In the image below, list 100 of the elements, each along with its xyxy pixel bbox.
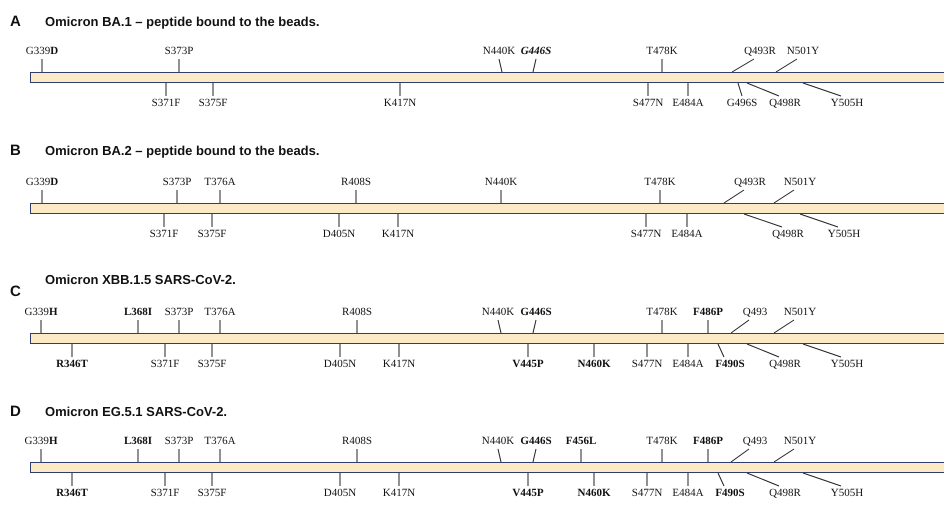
mutation-label: S371F xyxy=(150,487,180,500)
mutation-label: E484A xyxy=(672,358,704,371)
leader-line xyxy=(776,58,798,72)
leader-line xyxy=(732,58,754,72)
mutation-label: Q498R xyxy=(769,487,801,500)
mutation-label: G339H xyxy=(24,435,58,448)
mutation-label: N501Y xyxy=(784,306,816,319)
leader-line xyxy=(356,320,358,334)
mutation-label: Q498R xyxy=(769,97,801,110)
leader-line xyxy=(774,448,794,462)
leader-line xyxy=(164,472,166,486)
mutation-label: S371F xyxy=(150,228,178,241)
mutation-label: V445P xyxy=(512,487,544,500)
mutation-label: T376A xyxy=(204,435,236,448)
panel-title: Omicron BA.1 – peptide bound to the beads. xyxy=(45,14,320,30)
leader-line xyxy=(398,344,400,358)
leader-line xyxy=(738,82,742,96)
mutation-label: R408S xyxy=(341,176,371,189)
mutation-label: D405N xyxy=(324,487,356,500)
mutation-label: F490S xyxy=(715,487,745,500)
mutation-label: S375F xyxy=(198,487,226,500)
leader-line xyxy=(580,448,582,462)
mutation-label: Y505H xyxy=(830,487,864,500)
panel-title: Omicron EG.5.1 SARS-CoV-2. xyxy=(45,404,228,420)
leader-line xyxy=(398,472,400,486)
mutation-label: G446S xyxy=(520,435,552,448)
leader-line xyxy=(746,82,780,96)
mutation-label: Q493 xyxy=(742,435,768,448)
mutation-label: T478K xyxy=(646,45,678,58)
mutation-label: G339H xyxy=(24,306,58,319)
leader-line xyxy=(646,472,648,486)
mutation-label: N501Y xyxy=(784,435,816,448)
leader-line xyxy=(730,320,750,334)
leader-line xyxy=(532,58,536,72)
mutation-label: E484A xyxy=(671,228,703,241)
mutation-label: N440K xyxy=(482,45,516,58)
mutation-label: G339D xyxy=(26,45,58,58)
mutation-label: Q498R xyxy=(772,228,804,241)
leader-line xyxy=(686,214,688,228)
leader-line xyxy=(746,344,780,358)
mutation-label: Y505H xyxy=(828,228,860,241)
mutation-label: R408S xyxy=(342,306,372,319)
mutation-label: S375F xyxy=(198,228,226,241)
leader-line xyxy=(774,190,794,204)
mutation-label: Q493 xyxy=(742,306,768,319)
mutation-label: S373P xyxy=(164,45,194,58)
leader-line xyxy=(178,448,180,462)
mutation-label: F486P xyxy=(693,435,723,448)
leader-line xyxy=(498,320,502,334)
mutation-label: E484A xyxy=(672,97,704,110)
mutation-label: N440K xyxy=(482,435,514,448)
mutation-label: G339D xyxy=(26,176,58,189)
mutation-label: T376A xyxy=(204,306,236,319)
leader-line xyxy=(40,320,42,334)
mutation-label: G446S xyxy=(520,45,552,58)
leader-line xyxy=(338,214,340,228)
mutation-label: F486P xyxy=(693,306,723,319)
mutation-label: T478K xyxy=(644,176,676,189)
panel-letter: B xyxy=(10,143,21,159)
leader-line xyxy=(356,448,358,462)
leader-line xyxy=(744,214,782,228)
leader-line xyxy=(718,472,724,486)
mutation-label: T376A xyxy=(204,176,236,189)
leader-line xyxy=(498,448,502,462)
sequence-bar xyxy=(30,462,944,473)
panel-letter: A xyxy=(10,14,21,30)
mutation-label: S477N xyxy=(632,358,662,371)
mutation-label: Y505H xyxy=(830,97,864,110)
mutation-label: S371F xyxy=(150,358,180,371)
panel-letter: C xyxy=(10,284,21,300)
mutation-label: S373P xyxy=(164,306,194,319)
mutation-label: R346T xyxy=(56,487,88,500)
mutation-label: F490S xyxy=(715,358,745,371)
mutation-label: S375F xyxy=(198,358,226,371)
sequence-bar xyxy=(30,72,944,83)
mutation-label: Q493R xyxy=(734,176,766,189)
mutation-label: N440K xyxy=(484,176,518,189)
mutation-label: S371F xyxy=(152,97,180,110)
mutation-label: K417N xyxy=(384,97,416,110)
mutation-label: G496S xyxy=(726,97,758,110)
leader-line xyxy=(178,58,180,72)
leader-line xyxy=(774,320,794,334)
leader-line xyxy=(164,344,166,358)
mutation-label: K417N xyxy=(382,487,416,500)
leader-line xyxy=(532,320,536,334)
mutation-label: T478K xyxy=(646,306,678,319)
leader-line xyxy=(802,344,842,358)
mutation-label: S477N xyxy=(632,97,664,110)
mutation-label: S375F xyxy=(198,97,228,110)
panel-letter: D xyxy=(10,404,21,420)
sequence-bar xyxy=(30,203,944,214)
mutation-label: Q498R xyxy=(769,358,801,371)
leader-line xyxy=(746,472,780,486)
leader-line xyxy=(730,448,750,462)
mutation-label: R346T xyxy=(56,358,88,371)
leader-line xyxy=(178,320,180,334)
mutation-label: S373P xyxy=(164,435,194,448)
mutation-label: N501Y xyxy=(786,45,820,58)
leader-line xyxy=(802,472,842,486)
mutation-label: N501Y xyxy=(784,176,816,189)
